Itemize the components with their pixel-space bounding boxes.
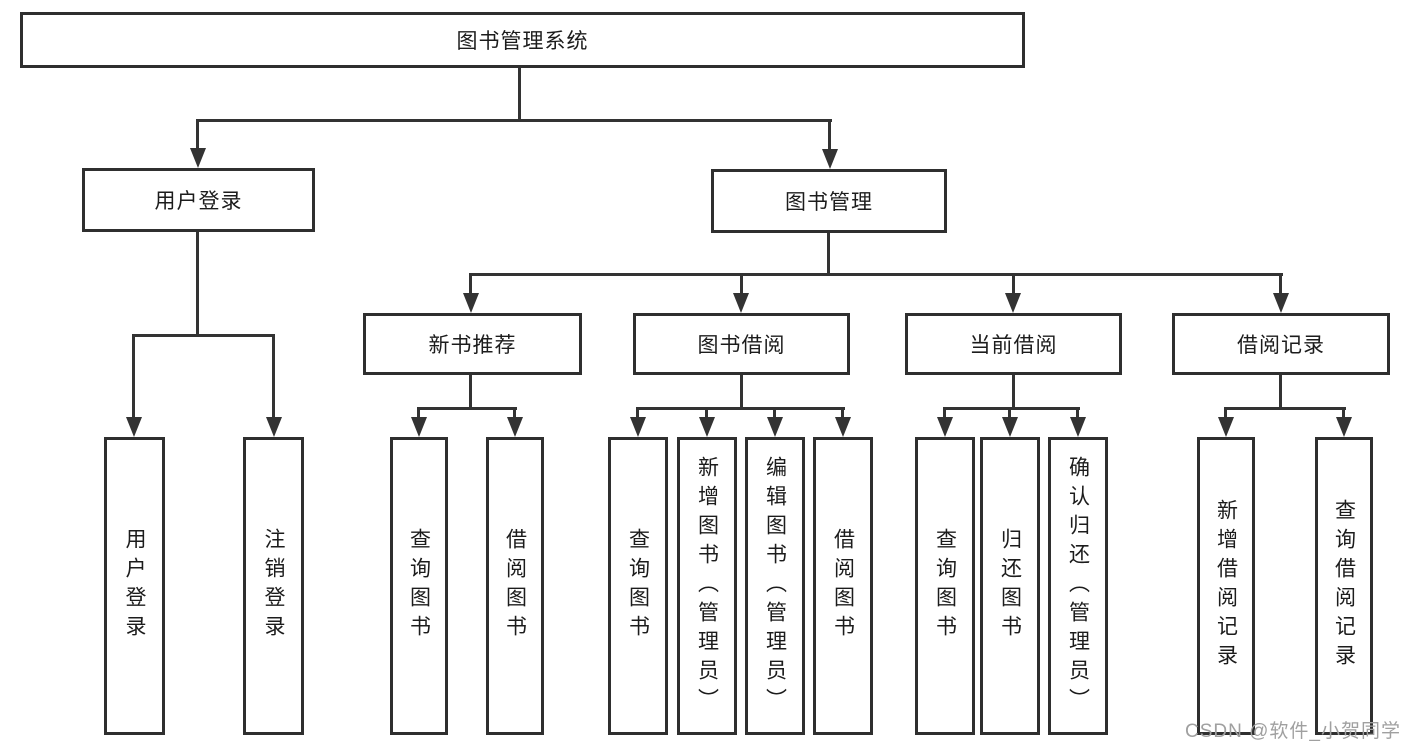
node-current-borrow-label: 当前借阅: [969, 334, 1058, 357]
leaf-add-borrow-record-label: 新增借阅记录: [1214, 499, 1238, 673]
arrow-down-icon: [1002, 417, 1018, 437]
leaf-edit-books-admin: 编辑图书（管理员）: [745, 437, 805, 735]
connector-drop: [1279, 273, 1282, 295]
arrow-down-icon: [507, 417, 523, 437]
connector-stem: [827, 233, 830, 276]
node-current-borrow: 当前借阅: [905, 313, 1122, 375]
connector-drop: [132, 334, 135, 418]
leaf-query-borrow-record-label: 查询借阅记录: [1332, 499, 1356, 673]
arrow-down-icon: [1070, 417, 1086, 437]
leaf-confirm-return-admin: 确认归还（管理员）: [1048, 437, 1108, 735]
leaf-logout-label: 注销登录: [262, 528, 285, 644]
leaf-query-books-recommend: 查询图书: [390, 437, 448, 735]
leaf-query-books-current-label: 查询图书: [933, 528, 957, 644]
connector-split: [469, 273, 1283, 276]
leaf-query-books-borrow: 查询图书: [608, 437, 668, 735]
connector-split: [1224, 407, 1346, 410]
node-new-book-recommend: 新书推荐: [363, 313, 582, 375]
arrow-down-icon: [1273, 293, 1289, 313]
connector-drop: [1008, 407, 1011, 419]
arrow-down-icon: [767, 417, 783, 437]
node-root: 图书管理系统: [20, 12, 1025, 68]
connector-stem: [196, 232, 199, 337]
leaf-add-borrow-record: 新增借阅记录: [1197, 437, 1255, 735]
connector-drop: [417, 407, 420, 419]
leaf-add-books-admin: 新增图书（管理员）: [677, 437, 737, 735]
leaf-edit-books-admin-label: 编辑图书（管理员）: [763, 455, 787, 717]
node-book-borrow: 图书借阅: [633, 313, 850, 375]
arrow-down-icon: [733, 293, 749, 313]
arrow-down-icon: [699, 417, 715, 437]
connector-drop: [705, 407, 708, 419]
connector-drop: [740, 273, 743, 295]
arrow-down-icon: [630, 417, 646, 437]
leaf-add-books-admin-label: 新增图书（管理员）: [695, 455, 719, 717]
arrow-down-icon: [835, 417, 851, 437]
leaf-borrow-books-label: 借阅图书: [831, 528, 855, 644]
arrow-down-icon: [190, 148, 206, 168]
connector-drop: [943, 407, 946, 419]
leaf-borrow-books-recommend: 借阅图书: [486, 437, 544, 735]
arrow-down-icon: [126, 417, 142, 437]
connector-drop: [196, 119, 199, 149]
connector-split: [132, 334, 275, 337]
leaf-user-login-label: 用户登录: [123, 528, 146, 644]
connector-stem: [1012, 375, 1015, 410]
arrow-down-icon: [463, 293, 479, 313]
leaf-logout: 注销登录: [243, 437, 304, 735]
node-new-book-recommend-label: 新书推荐: [428, 334, 517, 357]
connector-drop: [841, 407, 844, 419]
connector-drop: [1342, 407, 1345, 419]
leaf-query-borrow-record: 查询借阅记录: [1315, 437, 1373, 735]
connector-drop: [1224, 407, 1227, 419]
connector-drop: [272, 334, 275, 418]
connector-drop: [828, 119, 831, 150]
leaf-return-books-label: 归还图书: [998, 528, 1022, 644]
node-user-login: 用户登录: [82, 168, 315, 232]
connector-split: [417, 407, 517, 410]
arrow-down-icon: [266, 417, 282, 437]
leaf-return-books: 归还图书: [980, 437, 1040, 735]
connector-split: [943, 407, 1080, 410]
connector-drop: [773, 407, 776, 419]
node-book-management: 图书管理: [711, 169, 947, 233]
leaf-borrow-books: 借阅图书: [813, 437, 873, 735]
connector-stem: [740, 375, 743, 410]
connector-split: [636, 407, 845, 410]
node-borrow-records-label: 借阅记录: [1237, 334, 1325, 357]
arrow-down-icon: [1005, 293, 1021, 313]
arrow-down-icon: [411, 417, 427, 437]
connector-stem: [469, 375, 472, 410]
node-book-borrow-label: 图书借阅: [697, 334, 786, 357]
leaf-user-login: 用户登录: [104, 437, 165, 735]
arrow-down-icon: [1218, 417, 1234, 437]
arrow-down-icon: [822, 149, 838, 169]
node-book-management-label: 图书管理: [785, 191, 873, 214]
connector-root-stem: [518, 68, 521, 121]
connector-drop: [1076, 407, 1079, 419]
connector-stem: [1279, 375, 1282, 410]
node-borrow-records: 借阅记录: [1172, 313, 1390, 375]
connector-root-split: [196, 119, 832, 122]
connector-drop: [513, 407, 516, 419]
arrow-down-icon: [1336, 417, 1352, 437]
node-root-label: 图书管理系统: [456, 30, 589, 53]
connector-drop: [1012, 273, 1015, 295]
leaf-borrow-books-recommend-label: 借阅图书: [503, 528, 527, 644]
leaf-query-books-recommend-label: 查询图书: [407, 528, 431, 644]
leaf-query-books-current: 查询图书: [915, 437, 975, 735]
arrow-down-icon: [937, 417, 953, 437]
connector-drop: [636, 407, 639, 419]
watermark: CSDN @软件_小贺同学: [1185, 721, 1401, 742]
leaf-query-books-borrow-label: 查询图书: [626, 528, 650, 644]
node-user-login-label: 用户登录: [154, 190, 243, 213]
leaf-confirm-return-admin-label: 确认归还（管理员）: [1066, 455, 1090, 717]
connector-drop: [469, 273, 472, 295]
